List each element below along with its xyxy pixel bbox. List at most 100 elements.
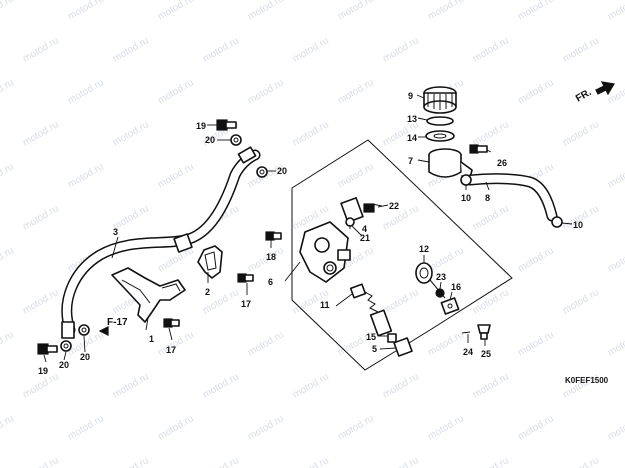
watermark-text: motod.ru (21, 287, 61, 316)
watermark-text: motod.ru (0, 413, 16, 442)
callout-22: 22 (389, 201, 399, 211)
watermark-text: motod.ru (201, 371, 241, 400)
watermark-text: motod.ru (606, 245, 625, 274)
banjo-bolt-lower (37, 343, 58, 355)
watermark-text: motod.ru (426, 329, 466, 358)
callout-24: 24 (463, 347, 473, 357)
watermark-text: motod.ru (291, 119, 331, 148)
watermark-text: motod.ru (156, 413, 196, 442)
watermark-text: motod.ru (561, 119, 601, 148)
watermark-text: motod.ru (471, 203, 511, 232)
watermark-text: motod.ru (246, 329, 286, 358)
watermark-text: motod.ru (111, 35, 151, 64)
callout-17-left: 17 (166, 345, 176, 355)
leader-lines (43, 94, 573, 363)
reservoir-bolt (469, 144, 488, 154)
master-cylinder (299, 221, 351, 283)
sealing-washer-right (256, 166, 268, 178)
watermark-text: motod.ru (516, 245, 556, 274)
watermark-text: motod.ru (426, 413, 466, 442)
watermark-text: motod.ru (21, 203, 61, 232)
front-label: FR. (574, 87, 594, 105)
callout-14: 14 (407, 133, 417, 143)
callout-9: 9 (408, 91, 413, 101)
callout-20-lower-b: 20 (80, 352, 90, 362)
callout-16: 16 (451, 282, 461, 292)
callout-20-upper: 20 (205, 135, 215, 145)
watermark-text: motod.ru (21, 455, 61, 468)
callout-labels: 1 2 3 4 5 6 7 8 9 10 10 11 12 13 14 15 1… (38, 91, 583, 376)
watermark-text: motod.ru (66, 77, 106, 106)
watermark-text: motod.ru (336, 413, 376, 442)
watermark-text: motod.ru (66, 0, 106, 23)
watermark-text: motod.ru (471, 371, 511, 400)
watermark-text: motod.ru (291, 371, 331, 400)
sealing-washer-lower-b (78, 324, 90, 336)
reservoir-hose (464, 173, 558, 222)
watermark-text: motod.ru (21, 35, 61, 64)
reservoir-diaphragm (426, 116, 454, 126)
watermark-text: motod.ru (381, 203, 421, 232)
watermark-text: motod.ru (561, 35, 601, 64)
watermark-text: motod.ru (471, 35, 511, 64)
watermark-text: motod.ru (471, 119, 511, 148)
sealing-washer-lower-a (60, 340, 72, 352)
reservoir-tank (428, 148, 473, 179)
front-arrow-icon (595, 81, 615, 96)
watermark-text: motod.ru (201, 35, 241, 64)
watermark-text: motod.ru (66, 413, 106, 442)
watermark-text: motod.ru (156, 245, 196, 274)
watermark-text: motod.ru (66, 161, 106, 190)
callout-18: 18 (266, 252, 276, 262)
watermark-text: motod.ru (156, 0, 196, 23)
watermark-text: motod.ru (21, 119, 61, 148)
watermark-text: motod.ru (516, 329, 556, 358)
watermark-text: motod.ru (516, 413, 556, 442)
watermark-text: motod.ru (156, 161, 196, 190)
watermark-text: motod.ru (336, 161, 376, 190)
callout-26: 26 (497, 158, 507, 168)
pushrod-joint (440, 297, 460, 315)
callout-17-middle: 17 (241, 299, 251, 309)
banjo-bolt-upper (216, 119, 237, 131)
watermark-text: motod.ru (0, 0, 16, 23)
hose-bracket (111, 267, 186, 323)
watermark-text: motod.ru (246, 77, 286, 106)
watermark-text: motod.ru (291, 35, 331, 64)
reservoir-joint (340, 197, 383, 227)
watermark-text: motod.ru (246, 0, 286, 23)
clamp-bolt (237, 273, 254, 283)
lock-nut (435, 288, 445, 298)
assembly-frame (291, 139, 513, 371)
callout-21: 21 (360, 233, 370, 243)
reservoir (423, 86, 457, 114)
watermark-text: motod.ru (381, 455, 421, 468)
callout-8: 8 (485, 193, 490, 203)
callout-23: 23 (436, 272, 446, 282)
callout-3: 3 (113, 227, 118, 237)
brake-hose (61, 146, 261, 339)
callout-4: 4 (362, 224, 367, 234)
watermark-text: motod.ru (0, 329, 16, 358)
watermark-text: motod.ru (561, 287, 601, 316)
callout-7: 7 (408, 156, 413, 166)
callout-6: 6 (268, 277, 273, 287)
watermark-text: motod.ru (426, 0, 466, 23)
reference-arrow-icon (98, 326, 109, 336)
watermark-text: motod.ru (111, 119, 151, 148)
callout-20-right: 20 (277, 166, 287, 176)
watermark-text: motod.ru (0, 161, 16, 190)
callout-25: 25 (481, 349, 491, 359)
watermark-text: motod.ru (0, 245, 16, 274)
bracket-bolt (163, 318, 180, 328)
cotter-pin (461, 331, 471, 334)
reference-marker: F-17 (98, 317, 128, 336)
callout-11: 11 (320, 300, 330, 310)
callout-19-lower: 19 (38, 366, 48, 376)
callout-10-lower: 10 (573, 220, 583, 230)
watermark-text: motod.ru (336, 77, 376, 106)
watermark-text: motod.ru (606, 413, 625, 442)
callout-19-upper: 19 (196, 121, 206, 131)
